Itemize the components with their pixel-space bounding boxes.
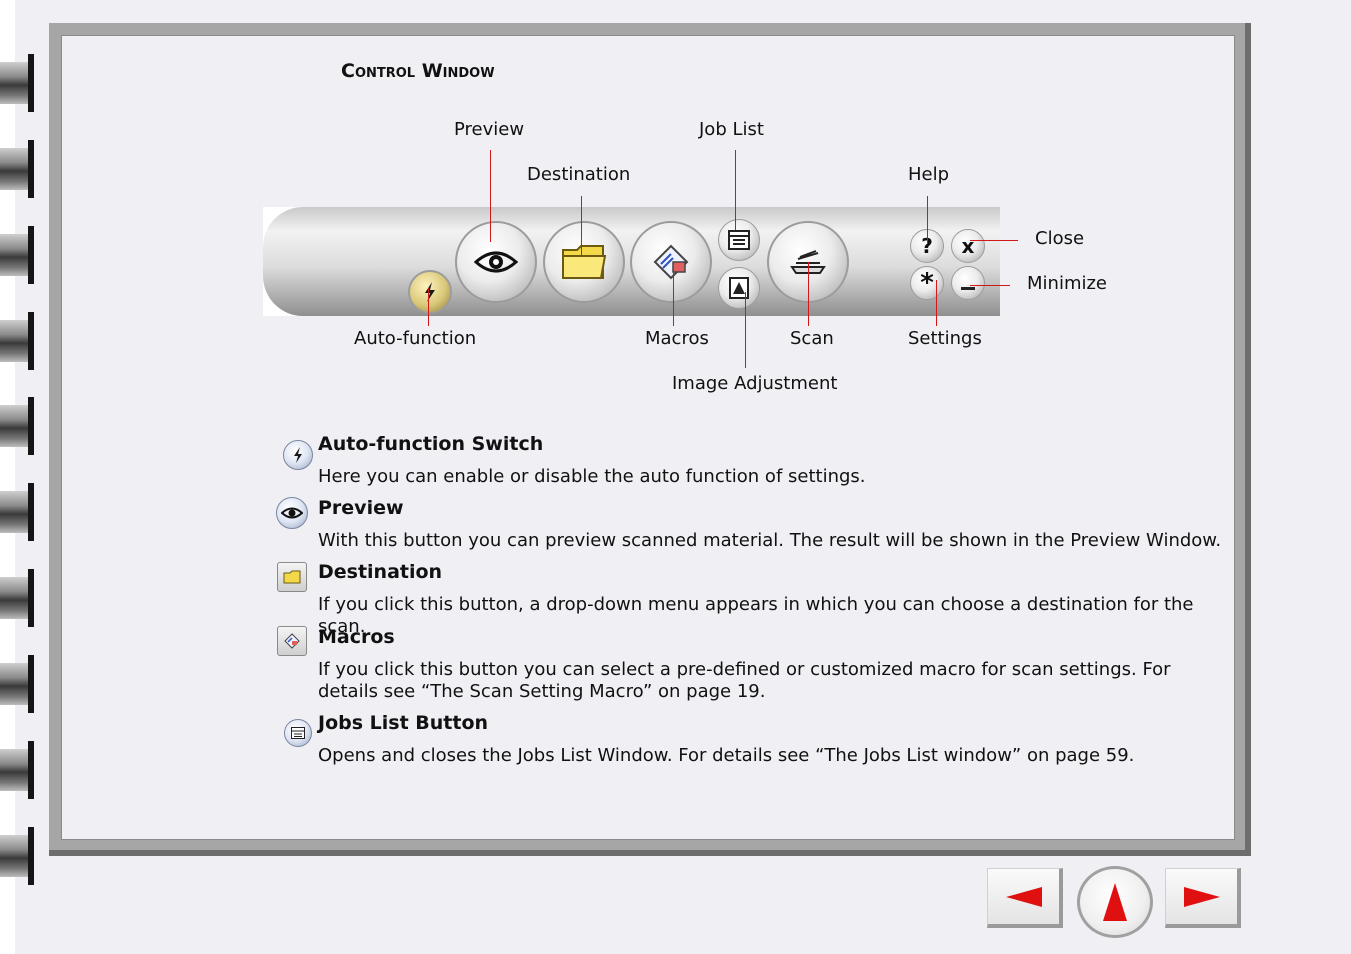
auto-function-item-icon <box>283 440 313 470</box>
binder-ring <box>0 312 34 370</box>
page-content-area <box>61 35 1235 840</box>
binder-ring <box>0 54 34 112</box>
callout-macros: Macros <box>645 328 709 349</box>
callout-line-help <box>927 196 928 244</box>
up-arrow-icon <box>1103 883 1127 921</box>
callout-help: Help <box>908 164 950 185</box>
minimize-icon <box>961 286 975 290</box>
item-title-jobs-list-button: Jobs List Button <box>318 712 489 734</box>
callout-scan: Scan <box>790 328 834 349</box>
macros-button[interactable] <box>630 221 712 303</box>
item-text-macros: If you click this button you can select … <box>318 659 1171 702</box>
binder-ring <box>0 655 34 713</box>
job-list-item-icon <box>284 719 312 747</box>
item-title-macros: Macros <box>318 626 395 648</box>
callout-image-adjustment: Image Adjustment <box>672 373 838 394</box>
settings-button[interactable]: * <box>910 266 944 300</box>
callout-auto-function: Auto-function <box>354 328 477 349</box>
binder-ring <box>0 741 34 799</box>
callout-line-image-adjustment <box>745 292 746 368</box>
job-list-icon <box>728 230 750 250</box>
binder-ring <box>0 827 34 885</box>
callout-line-job-list <box>735 150 736 230</box>
callout-line-auto-function <box>428 288 429 326</box>
callout-job-list: Job List <box>699 119 764 140</box>
callout-close: Close <box>1035 228 1085 249</box>
macros-item-icon <box>277 626 307 656</box>
item-text-destination: If you click this button, a drop-down me… <box>318 594 1194 637</box>
callout-line-scan <box>808 262 809 326</box>
next-page-button[interactable] <box>1165 868 1241 928</box>
binder-ring <box>0 483 34 541</box>
previous-page-button[interactable] <box>987 868 1063 928</box>
binder-ring <box>0 397 34 455</box>
item-text-auto-function: Here you can enable or disable the auto … <box>318 466 866 487</box>
callout-line-settings <box>936 280 937 326</box>
callout-line-preview <box>490 150 491 242</box>
folder-icon <box>283 570 301 584</box>
callout-preview: Preview <box>454 119 525 140</box>
binder-ring <box>0 226 34 284</box>
item-text-jobs-list-button: Opens and closes the Jobs List Window. F… <box>318 745 1135 766</box>
folder-icon <box>562 245 607 279</box>
binder-ring <box>0 569 34 627</box>
callout-settings: Settings <box>908 328 982 349</box>
macro-icon <box>653 244 689 280</box>
item-title-auto-function: Auto-function Switch <box>318 433 544 455</box>
macro-icon <box>284 633 300 649</box>
image-adjustment-icon <box>729 277 749 299</box>
image-adjustment-button[interactable] <box>718 267 760 309</box>
page-title: Control Window <box>341 60 495 82</box>
callout-destination: Destination <box>527 164 631 185</box>
minimize-button[interactable] <box>951 266 985 300</box>
up-button[interactable] <box>1077 866 1153 938</box>
lightning-icon <box>425 282 435 302</box>
previous-page-arrow-icon <box>1005 886 1042 907</box>
preview-button[interactable] <box>455 221 537 303</box>
callout-line-close <box>970 240 1018 241</box>
item-title-destination: Destination <box>318 561 443 583</box>
preview-item-icon <box>276 497 308 529</box>
asterisk-icon: * <box>920 268 934 298</box>
job-list-button[interactable] <box>718 219 760 261</box>
callout-minimize: Minimize <box>1027 273 1107 294</box>
callout-line-destination <box>581 196 582 256</box>
callout-line-minimize <box>970 285 1010 286</box>
close-button[interactable]: x <box>951 229 985 263</box>
eye-icon <box>474 251 518 273</box>
callout-line-macros <box>673 270 674 326</box>
control-window-toolbar: ? x * <box>263 207 1000 316</box>
page-frame <box>49 23 1251 856</box>
lightning-icon <box>294 447 302 463</box>
destination-item-icon <box>277 562 307 592</box>
binder-ring <box>0 140 34 198</box>
job-list-icon <box>291 727 305 739</box>
eye-icon <box>281 507 303 519</box>
question-mark-icon: ? <box>921 234 933 258</box>
destination-button[interactable] <box>543 221 625 303</box>
close-icon: x <box>961 234 975 258</box>
auto-function-button[interactable] <box>408 270 452 314</box>
next-page-arrow-icon <box>1183 886 1220 907</box>
item-title-preview: Preview <box>318 497 404 519</box>
item-text-preview: With this button you can preview scanned… <box>318 530 1222 551</box>
